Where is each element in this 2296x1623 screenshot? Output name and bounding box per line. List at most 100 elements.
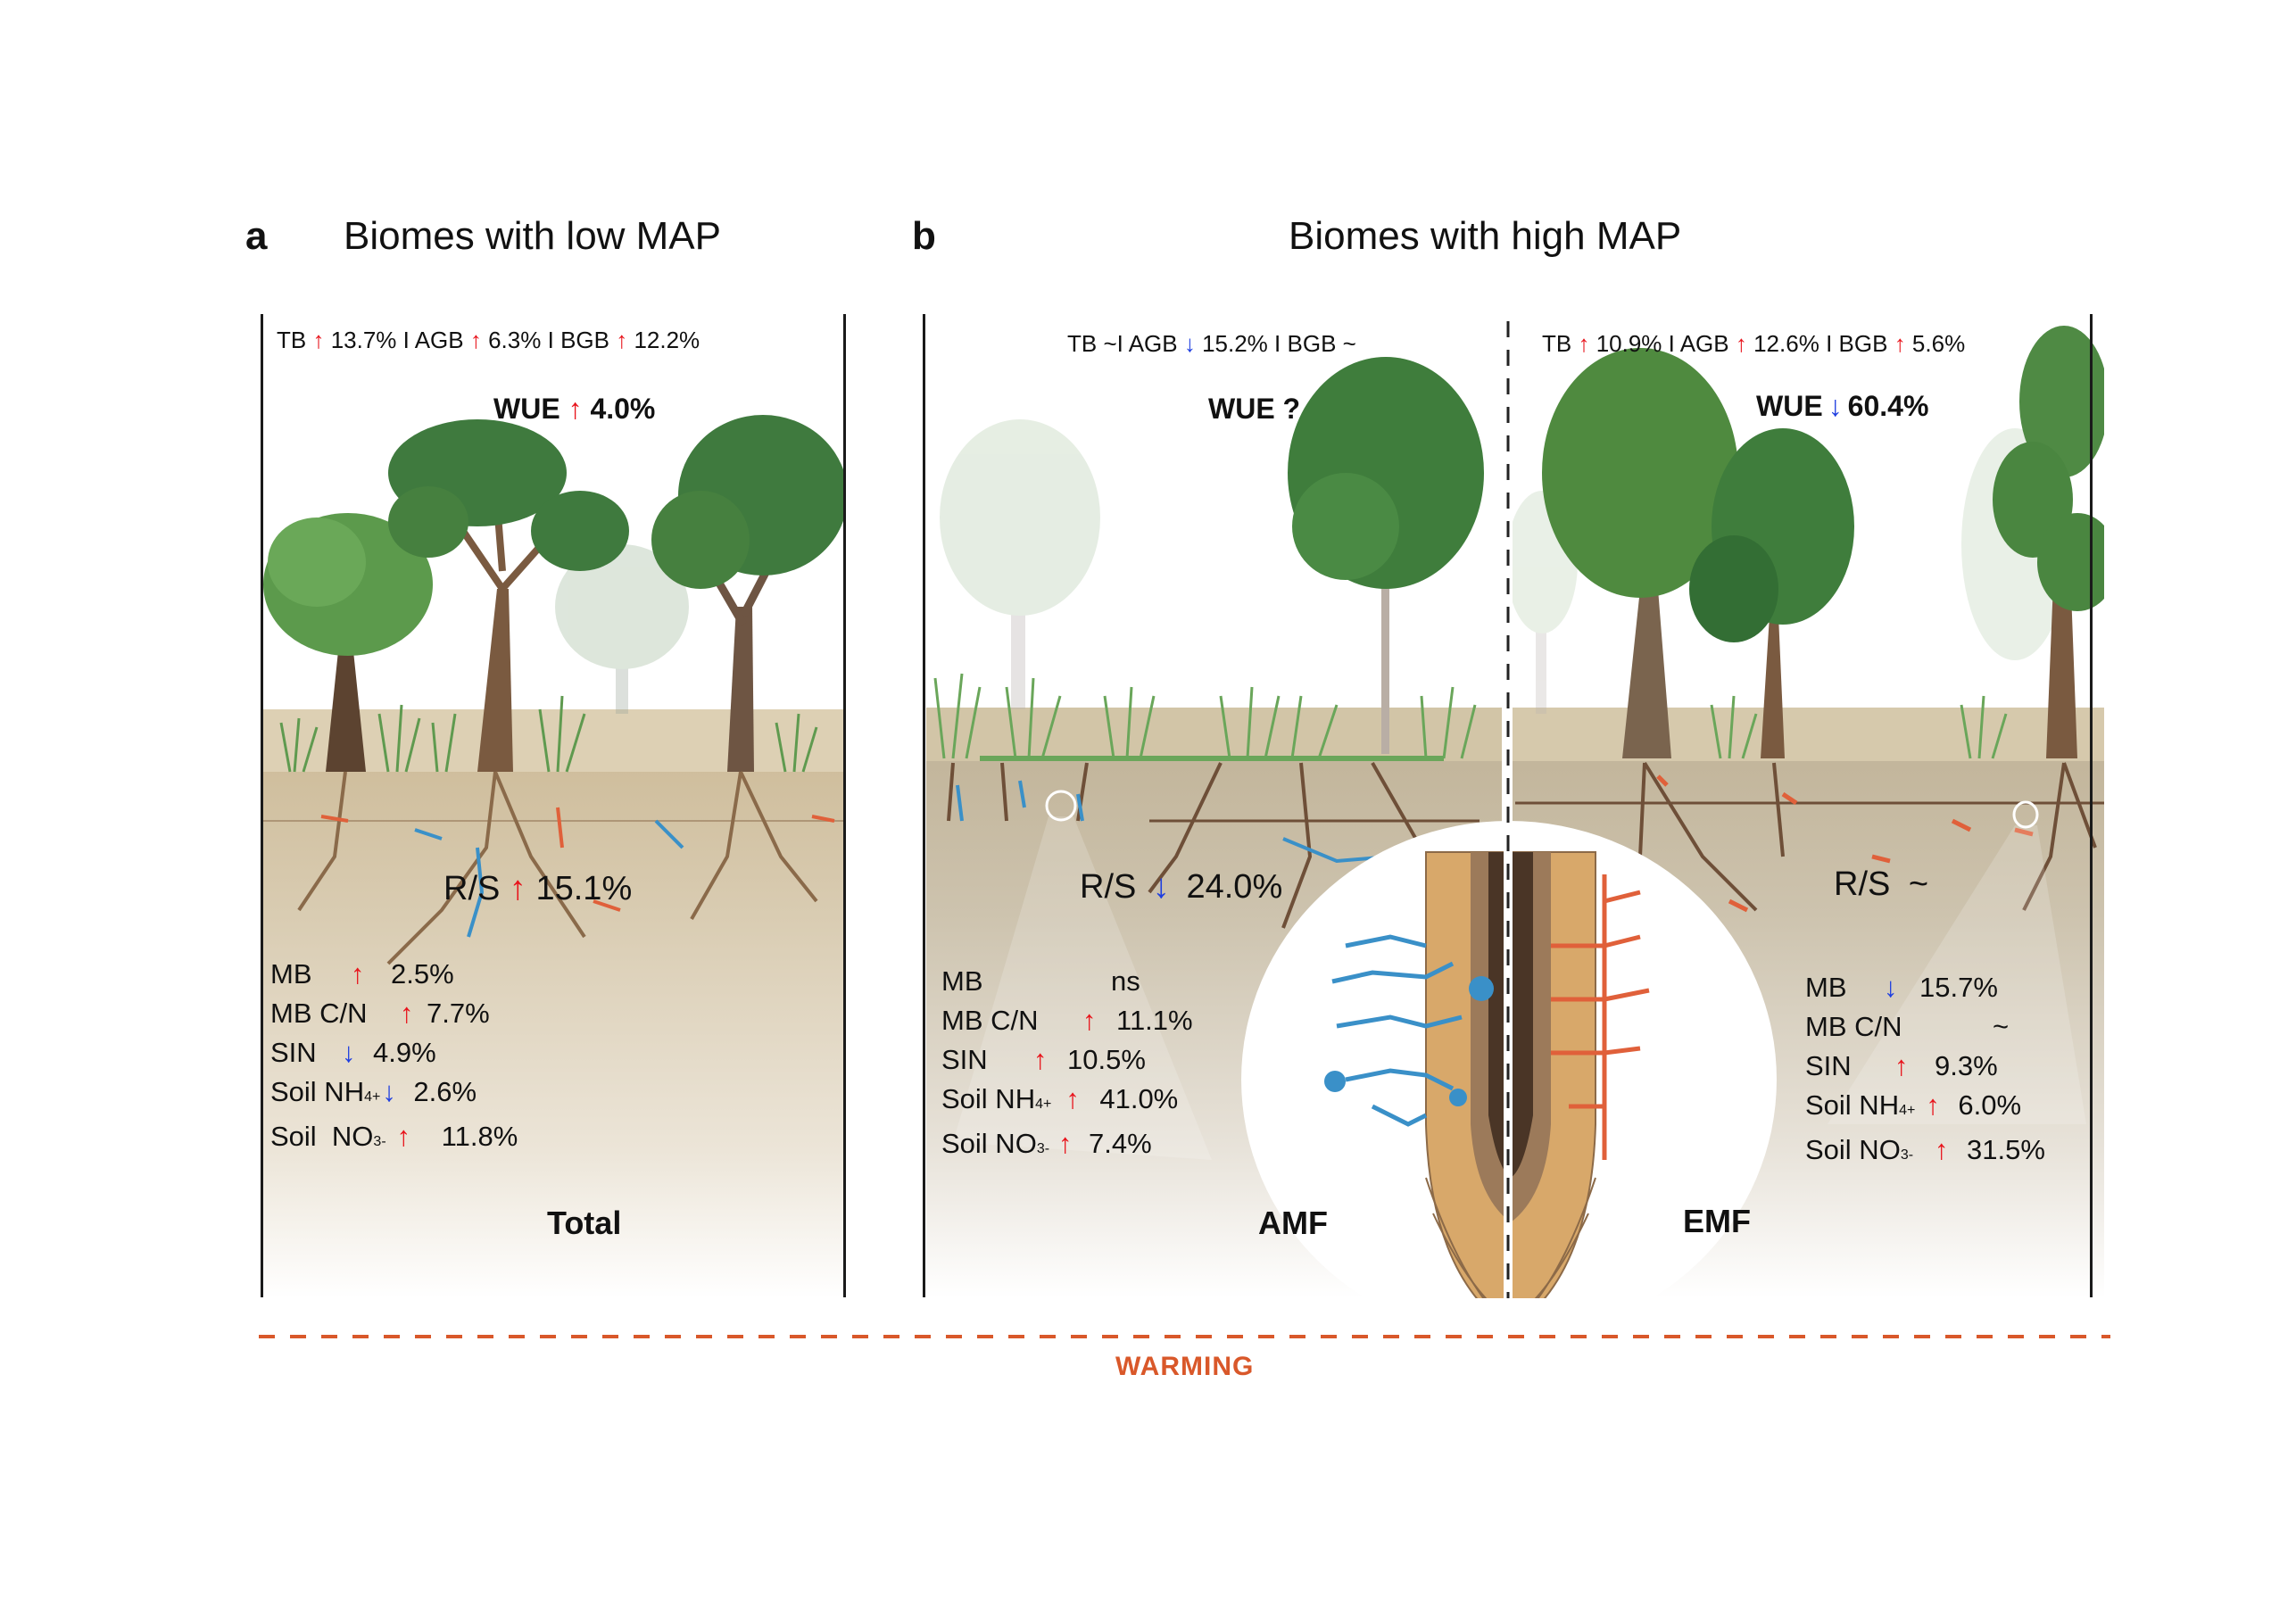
down-arrow-icon: ↓: [1152, 868, 1170, 906]
stat-row-mb-cn: MB C/N ↑ 11.1%: [941, 1001, 1193, 1040]
stat-row-sin: SIN ↑ 9.3%: [1805, 1047, 2045, 1086]
separator: I: [1274, 330, 1281, 357]
up-arrow-icon: ↑: [469, 327, 482, 353]
panel-a-title: Biomes with low MAP: [344, 214, 722, 258]
wue-value: 4.0%: [590, 393, 656, 425]
grass-clumps: [279, 695, 818, 773]
down-arrow-icon: ↓: [1183, 330, 1196, 357]
amf-ground-surface: [926, 708, 1502, 761]
panel-b-left-border: [923, 314, 925, 1297]
panel-b-letter: b: [912, 214, 936, 258]
up-arrow-icon: ↑: [1065, 1083, 1080, 1114]
amf-hyphae-detail: [1331, 934, 1463, 1127]
tb-value: ~: [1103, 330, 1117, 357]
rs-value: 24.0%: [1186, 868, 1283, 906]
down-arrow-icon: ↓: [1828, 390, 1843, 422]
amf-grass: [933, 673, 1477, 761]
panel-a-right-border: [843, 314, 846, 1297]
agb-label: AGB: [1128, 330, 1178, 357]
up-arrow-icon: ↑: [616, 327, 628, 353]
agb-value: 15.2%: [1202, 330, 1268, 357]
panel-a-biomass-line: TB ↑ 13.7% I AGB ↑ 6.3% I BGB ↑ 12.2%: [277, 327, 700, 354]
tree-left: [263, 513, 433, 772]
up-arrow-icon: ↑: [1058, 1128, 1073, 1159]
amf-tree-birch: [1288, 357, 1484, 754]
separator: I: [402, 327, 410, 353]
up-arrow-icon: ↑: [351, 958, 365, 990]
emf-grass: [1710, 695, 2008, 759]
panel-a-soil-stats: MB ↑ 2.5% MB C/N ↑ 7.7% SIN ↓ 4.9% Soil …: [270, 955, 518, 1162]
up-arrow-icon: ↑: [1735, 330, 1747, 357]
emf-tree-middle: [1689, 428, 1854, 758]
rs-value: ~: [1908, 865, 1929, 903]
up-arrow-icon: ↑: [312, 327, 325, 353]
separator: I: [1668, 330, 1675, 357]
amf-soil-stats: MB ns MB C/N ↑ 11.1% SIN ↑ 10.5% Soil NH…: [941, 962, 1193, 1169]
down-arrow-icon: ↓: [382, 1076, 396, 1107]
rs-label: R/S: [1080, 868, 1137, 906]
agb-label: AGB: [1679, 330, 1729, 357]
amf-roots: [947, 762, 1480, 929]
tb-value: 10.9%: [1596, 330, 1662, 357]
wue-label: WUE: [1208, 393, 1275, 425]
bgb-value: ~: [1342, 330, 1356, 357]
down-arrow-icon: ↓: [1884, 972, 1898, 1003]
emf-hartig-net: [1551, 874, 1650, 1160]
amf-rs: R/S ↓ 24.0%: [1080, 868, 1282, 907]
stat-row-sin: SIN ↓ 4.9%: [270, 1033, 518, 1072]
up-arrow-icon: ↑: [1894, 1050, 1909, 1081]
amf-footer-label: AMF: [1258, 1205, 1328, 1241]
stat-row-mb: MB ↓ 15.7%: [1805, 968, 2045, 1007]
emf-footer-label: EMF: [1683, 1203, 1751, 1239]
wue-value: ?: [1282, 393, 1301, 425]
wue-value: 60.4%: [1847, 390, 1929, 422]
separator: I: [1116, 330, 1123, 357]
amf-vesicle: [1449, 1089, 1467, 1106]
up-arrow-icon: ↑: [1894, 330, 1906, 357]
tree-right: [651, 415, 843, 772]
emf-hyphae: [320, 807, 835, 912]
panel-a-wue: WUE ↑ 4.0%: [493, 393, 655, 426]
emf-wue: WUE↓60.4%: [1756, 390, 1928, 423]
background-tree: [555, 544, 689, 714]
up-arrow-icon: ↑: [568, 393, 583, 425]
emf-zoom-cone: [1828, 825, 2086, 1124]
bgb-value: 5.6%: [1911, 330, 1966, 357]
emf-zoom-marker: [2012, 800, 2039, 829]
agb-value: 12.6%: [1753, 330, 1819, 357]
amf-background-tree: [940, 419, 1100, 709]
stat-row-sin: SIN ↑ 10.5%: [941, 1040, 1193, 1080]
amf-zoom-marker: [1045, 790, 1077, 822]
panel-a-letter: a: [245, 214, 268, 258]
up-arrow-icon: ↑: [1033, 1044, 1048, 1075]
wue-label: WUE: [1756, 390, 1823, 422]
up-arrow-icon: ↑: [1578, 330, 1590, 357]
wue-label: WUE: [493, 393, 560, 425]
emf-tree-right: [1993, 326, 2104, 758]
amf-vesicle: [1469, 976, 1494, 1001]
panel-b-right-border: [2090, 314, 2093, 1297]
rs-label: R/S: [1834, 865, 1891, 903]
emf-ground-surface: [1513, 708, 2104, 761]
stat-row-mb-cn: MB C/N ↑ 7.7%: [270, 994, 518, 1033]
tb-label: TB: [1542, 330, 1572, 357]
emf-rs: R/S ~: [1834, 865, 1928, 904]
warming-label: WARMING: [1115, 1352, 1255, 1381]
agb-label: AGB: [414, 327, 464, 353]
bgb-label: BGB: [1287, 330, 1337, 357]
tree-middle: [388, 419, 629, 772]
panel-b-illustration: [926, 321, 2104, 1298]
separator: I: [547, 327, 554, 353]
tb-label: TB: [1067, 330, 1098, 357]
emf-tree-left: [1542, 348, 1738, 758]
bgb-label: BGB: [560, 327, 609, 353]
tb-label: TB: [277, 327, 307, 353]
panel-a-rs: R/S ↑ 15.1%: [443, 870, 632, 908]
separator: I: [1826, 330, 1833, 357]
panel-b-title: Biomes with high MAP: [1289, 214, 1682, 258]
